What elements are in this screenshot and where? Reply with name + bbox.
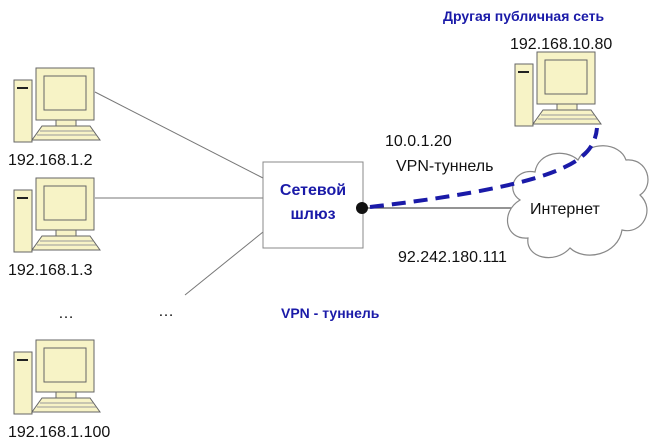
gateway-external-ip: 92.242.180.111: [398, 249, 507, 266]
host-ip-label: 192.168.1.100: [8, 424, 110, 441]
tunnel-inner-ip: 10.0.1.20: [385, 133, 452, 150]
computer-icon: [13, 177, 101, 253]
internet-label: Интернет: [530, 201, 600, 218]
vpn-tunnel-line: [369, 127, 599, 209]
host-ip-label: 192.168.1.2: [8, 152, 93, 169]
link-pc3: [184, 231, 264, 296]
gateway-box: [262, 161, 364, 249]
tunnel-label: VPN-туннель: [396, 158, 493, 175]
remote-ip-label: 192.168.10.80: [510, 36, 612, 53]
ellipsis-hosts: …: [58, 305, 74, 322]
remote-computer-icon: [514, 51, 602, 127]
computer-icon: [13, 339, 101, 415]
gateway-port-dot: [356, 202, 368, 214]
host-ip-label: 192.168.1.3: [8, 262, 93, 279]
diagram-caption: VPN - туннель: [281, 305, 380, 321]
link-pc1: [94, 91, 264, 179]
remote-network-label: Другая публичная сеть: [443, 8, 605, 24]
ellipsis-links: …: [158, 303, 174, 320]
gateway-label-line2: шлюз: [290, 206, 335, 223]
gateway-label-line1: Сетевой: [280, 182, 346, 199]
computer-icon: [13, 67, 101, 143]
